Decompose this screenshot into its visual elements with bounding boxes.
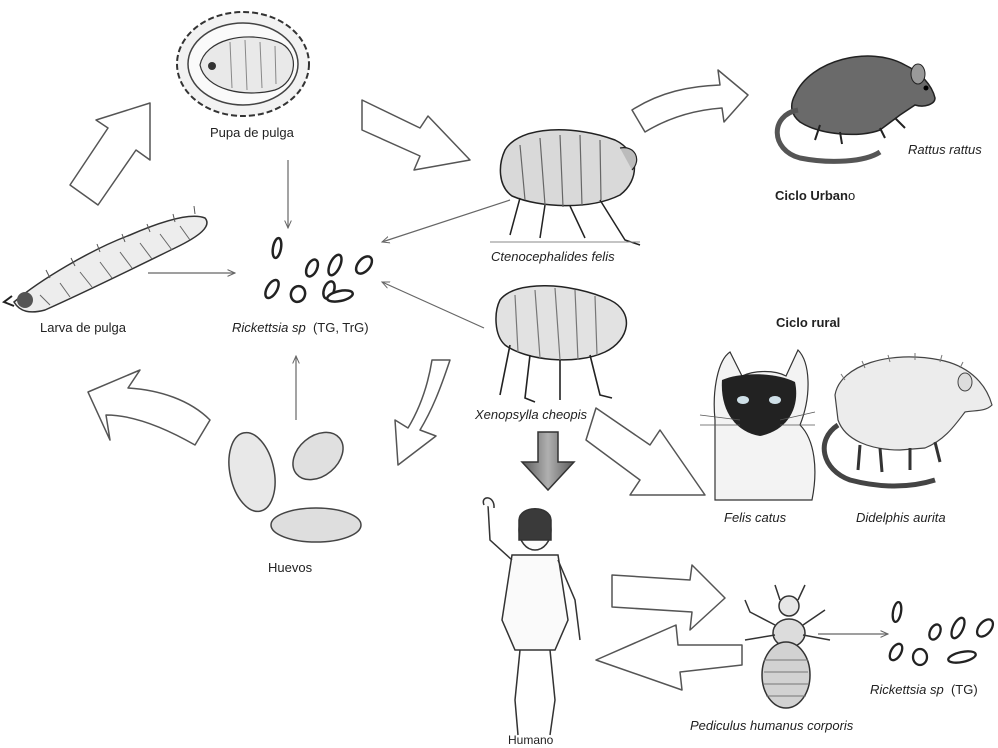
flea-to-human-arrow [522, 432, 574, 490]
human-to-louse-arrow [612, 565, 725, 630]
body-louse-icon [745, 585, 830, 708]
rickettsia-center-name: Rickettsia sp [232, 320, 306, 335]
opossum-icon [824, 353, 992, 486]
rat-flea-to-bacteria-arrow [382, 282, 484, 328]
eggs-label: Huevos [268, 560, 312, 575]
ctenocephalides-label: Ctenocephalides felis [491, 249, 615, 264]
larva-label: Larva de pulga [40, 320, 126, 335]
eggs-to-larva-arrow [88, 370, 210, 445]
humano-label: Humano [508, 733, 553, 747]
human-icon [483, 498, 580, 735]
flea-to-eggs-arrow [395, 360, 450, 465]
rat-flea-icon [496, 286, 626, 402]
rattus-label: Rattus rattus [908, 142, 982, 157]
larva-to-pupa-arrow [70, 103, 150, 205]
flea-to-rural-arrow [586, 408, 705, 495]
cat-flea-to-bacteria-arrow [382, 200, 510, 242]
ciclo-urbano-tail: o [848, 188, 855, 203]
xenopsylla-label: Xenopsylla cheopis [475, 407, 587, 422]
pupa-label: Pupa de pulga [210, 125, 294, 140]
rickettsia-right-name: Rickettsia sp [870, 682, 944, 697]
pupa-to-flea-arrow [362, 100, 470, 170]
rickettsia-right-suffix: (TG) [951, 682, 978, 697]
felis-label: Felis catus [724, 510, 786, 525]
ciclo-urbano-bold: Ciclo Urban [775, 188, 848, 203]
bacteria-icon [263, 237, 375, 303]
rickettsia-center-suffix: (TG, TrG) [313, 320, 369, 335]
cat-icon [700, 350, 815, 500]
egg-icon [222, 423, 361, 542]
ciclo-urbano-label: Ciclo Urbano [775, 188, 855, 203]
ciclo-rural-label: Ciclo rural [776, 315, 840, 330]
flea-pupa-icon [177, 12, 309, 116]
bacteria-icon [887, 601, 996, 665]
pediculus-label: Pediculus humanus corporis [690, 718, 853, 733]
cycle-arrows [70, 70, 748, 690]
didelphis-label: Didelphis aurita [856, 510, 946, 525]
flea-larva-icon [4, 206, 207, 312]
rickettsia-center-label: Rickettsia sp (TG, TrG) [232, 320, 369, 335]
rickettsia-right-label: Rickettsia sp (TG) [870, 682, 978, 697]
cat-flea-icon [490, 130, 640, 245]
flea-to-rat-arrow [632, 70, 748, 132]
louse-to-human-arrow [596, 625, 742, 690]
